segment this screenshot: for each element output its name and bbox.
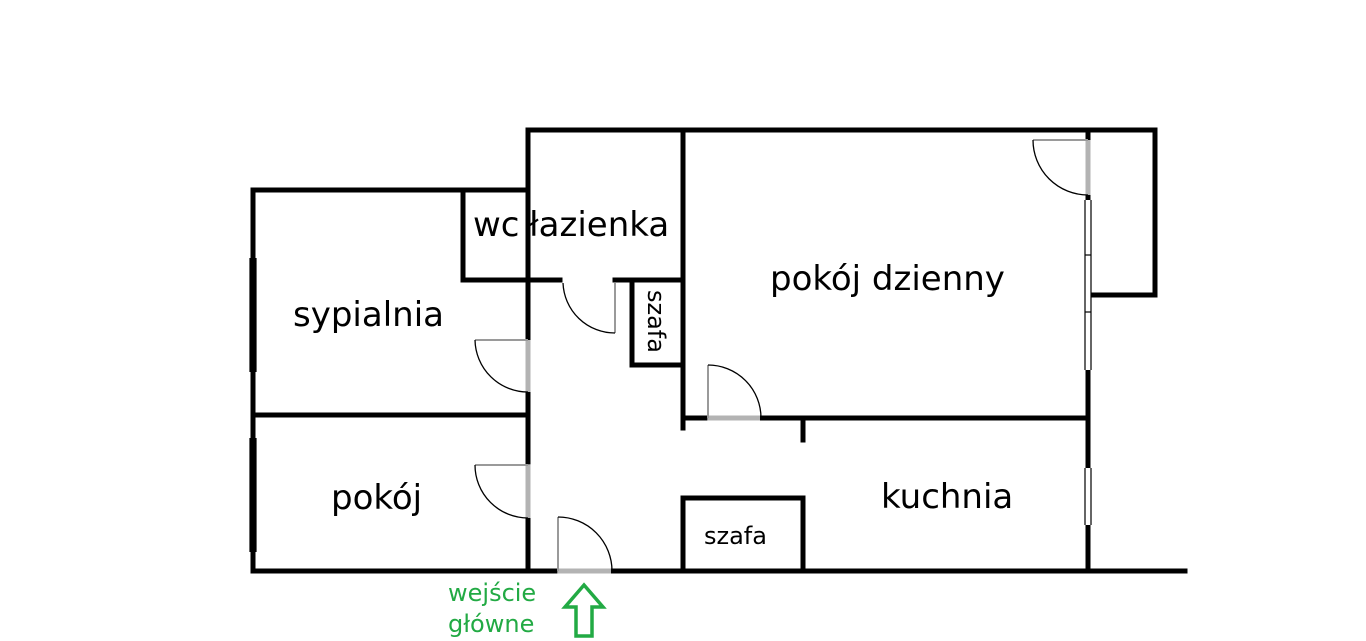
entrance-arrow-icon bbox=[561, 582, 607, 638]
room-label-pokoj-dzienny: pokój dzienny bbox=[770, 259, 1005, 299]
door-living bbox=[707, 364, 762, 421]
door-entrance bbox=[557, 516, 613, 574]
room-label-pokoj: pokój bbox=[331, 478, 422, 518]
door-room bbox=[474, 464, 531, 519]
room-label-sypialnia: sypialnia bbox=[293, 295, 444, 335]
door-balcony bbox=[1032, 139, 1091, 196]
room-label-szafa-horizontal: szafa bbox=[704, 522, 767, 550]
entrance-marker: wejście główne bbox=[448, 579, 607, 638]
entrance-label-line1: wejście bbox=[448, 579, 536, 607]
room-label-wc: wc bbox=[473, 205, 520, 245]
door-bathroom bbox=[562, 282, 616, 334]
room-label-szafa-vertical: szafa bbox=[642, 290, 670, 353]
windows-right bbox=[1084, 200, 1092, 525]
entrance-label-line2: główne bbox=[448, 610, 534, 638]
room-label-lazienka: łazienka bbox=[529, 205, 669, 245]
doors bbox=[474, 139, 1091, 574]
door-bedroom bbox=[474, 339, 531, 393]
room-label-kuchnia: kuchnia bbox=[881, 477, 1013, 517]
